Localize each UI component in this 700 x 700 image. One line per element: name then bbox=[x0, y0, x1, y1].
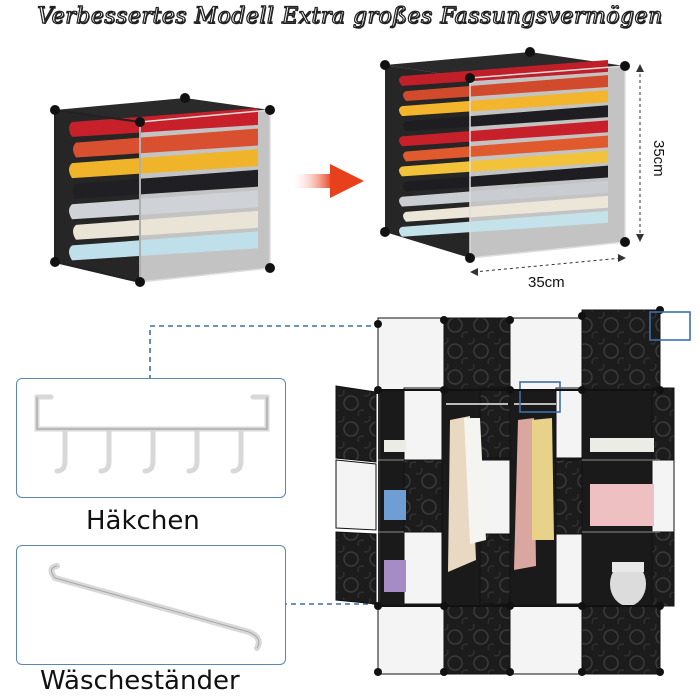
folded-garment bbox=[403, 75, 608, 101]
folded-garment bbox=[403, 135, 608, 162]
folded-garment bbox=[69, 190, 258, 220]
large-cube bbox=[380, 47, 644, 276]
folded-garment bbox=[403, 105, 608, 132]
folded-garment bbox=[69, 231, 258, 261]
folded-garment bbox=[73, 210, 258, 240]
clothes-rail-icon bbox=[48, 563, 262, 651]
rail-label: Wäscheständer bbox=[40, 666, 240, 696]
folded-garment bbox=[73, 169, 258, 199]
folded-garment bbox=[403, 165, 608, 192]
small-cube bbox=[50, 93, 275, 287]
arrow-right-icon bbox=[290, 164, 364, 198]
headline: Verbessertes Modell Extra großes Fassung… bbox=[37, 3, 663, 29]
hook-accessory-box bbox=[16, 378, 286, 498]
cube-comparison bbox=[50, 47, 644, 287]
folded-garment bbox=[399, 120, 608, 147]
rail-accessory-box bbox=[16, 545, 286, 665]
folded-garment bbox=[403, 195, 608, 222]
folded-garment bbox=[399, 180, 608, 207]
small-clothes-stack bbox=[69, 108, 258, 261]
folded-garment bbox=[399, 150, 608, 177]
large-clothes-stack bbox=[399, 60, 608, 237]
folded-garment bbox=[69, 149, 258, 179]
folded-garment bbox=[399, 60, 608, 86]
hook-label: Häkchen bbox=[86, 506, 200, 536]
folded-garment bbox=[73, 128, 258, 158]
folded-garment bbox=[399, 90, 608, 117]
hook-rack-icon bbox=[34, 394, 270, 474]
width-dimension: 35cm bbox=[528, 274, 565, 291]
folded-garment bbox=[399, 210, 608, 237]
